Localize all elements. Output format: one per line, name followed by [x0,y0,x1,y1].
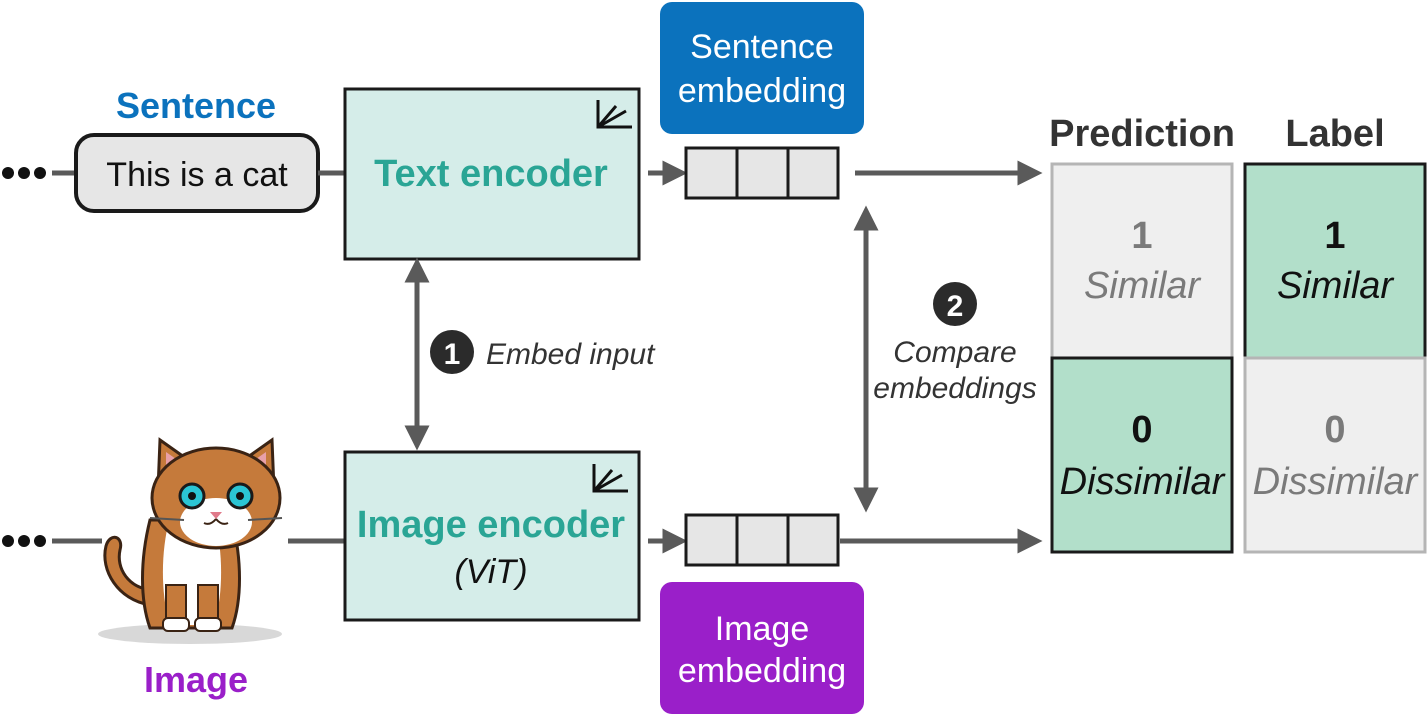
label-header: Label [1285,113,1384,155]
image-embedding-vector [684,513,840,567]
prediction-value-similar: 1 [1131,215,1152,257]
axes-icon [592,464,628,493]
prediction-cell-similar [1050,162,1234,360]
image-encoder-box [343,450,641,622]
sentence-title: Sentence [116,85,276,126]
label-value-similar: 1 [1324,215,1345,257]
label-cell-dissimilar [1243,356,1427,554]
prediction-text-dissimilar: Dissimilar [1060,461,1226,503]
label-value-dissimilar: 0 [1324,409,1345,451]
image-title: Image [144,659,248,700]
sentence-embedding-box [660,2,864,134]
step2-line1: Compare [893,336,1016,369]
prediction-cell-dissimilar [1050,356,1234,554]
image-embedding-box [660,582,864,714]
step1-number: 1 [444,338,461,371]
label-text-dissimilar: Dissimilar [1253,461,1419,503]
step2-badge [933,282,977,326]
sentence-embedding-line1: Sentence [690,28,834,66]
prediction-text-similar: Similar [1084,265,1201,307]
text-encoder-box [343,87,641,261]
label-cell-similar [1243,162,1427,360]
label-text-similar: Similar [1277,265,1394,307]
sentence-embedding-vector [684,146,840,200]
cat-image [98,437,283,644]
image-embedding-line2: embedding [678,652,846,690]
axes-icon [596,100,632,129]
sentence-embedding-line2: embedding [678,72,846,110]
step1-label: Embed input [486,338,656,371]
text-encoder-label: Text encoder [374,153,608,195]
image-embedding-line1: Image [715,610,810,648]
sentence-ellipsis [2,167,46,179]
prediction-value-dissimilar: 0 [1131,409,1152,451]
prediction-header: Prediction [1049,113,1235,155]
step1-badge [430,330,474,374]
image-encoder-sublabel: (ViT) [454,553,527,591]
image-encoder-label: Image encoder [357,504,625,546]
step2-number: 2 [947,290,964,323]
sentence-input-text: This is a cat [106,156,288,194]
image-ellipsis [2,535,46,547]
step2-line2: embeddings [873,372,1036,405]
